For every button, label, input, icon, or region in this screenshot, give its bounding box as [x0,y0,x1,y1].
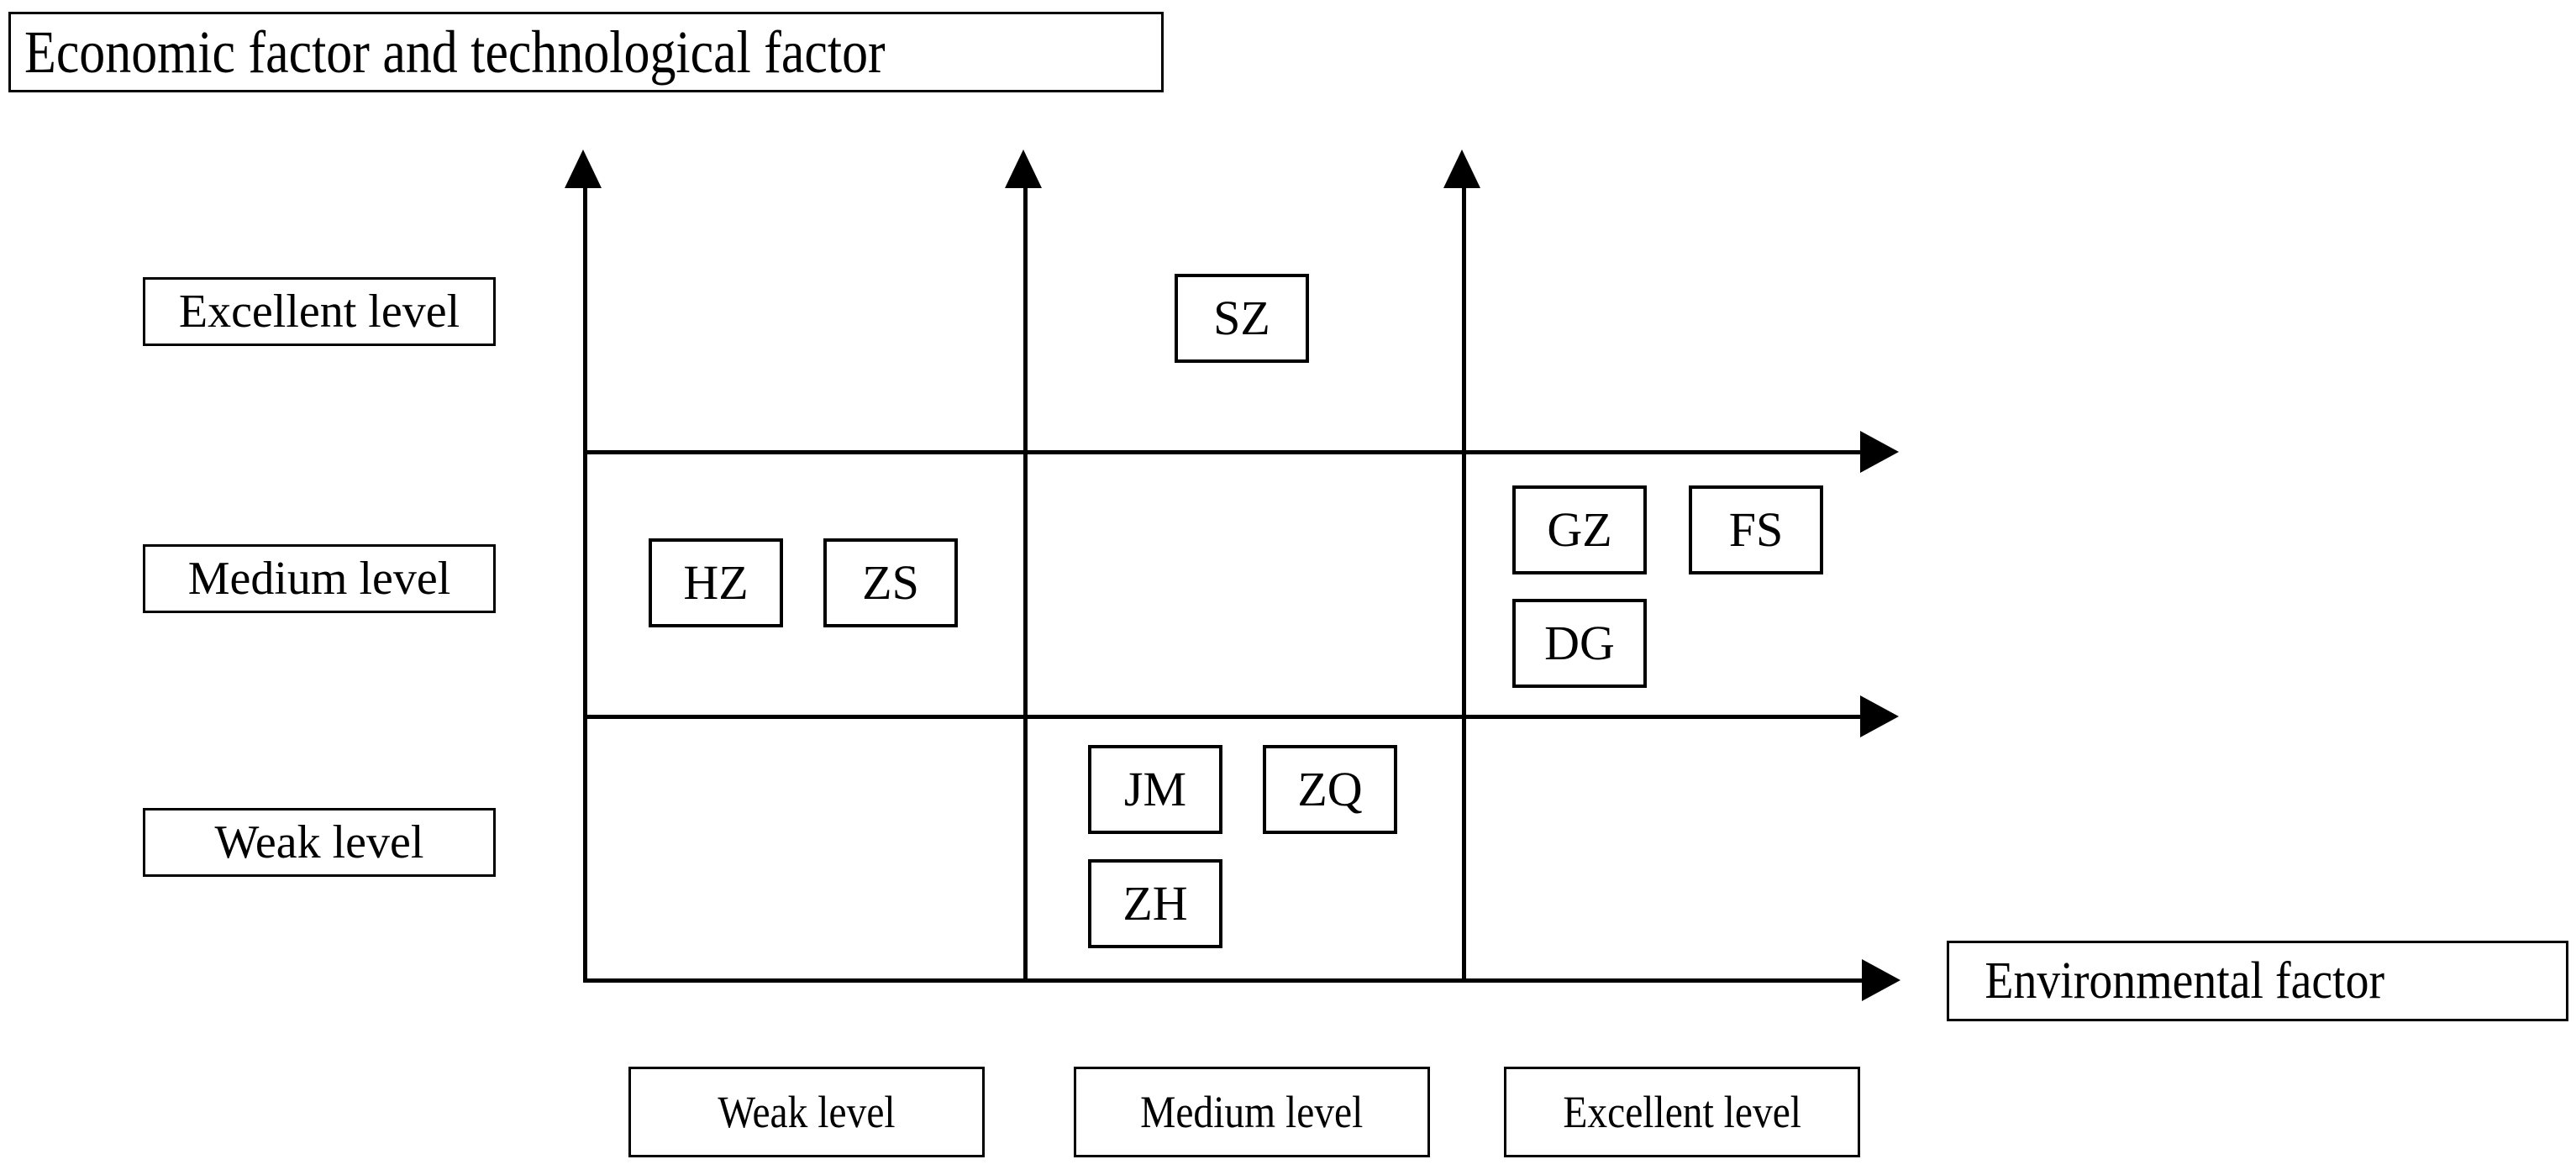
item-box-sz: SZ [1175,274,1309,363]
item-box-zq: ZQ [1263,745,1397,834]
x-axis-title-text: Environmental factor [1985,952,2385,1010]
x-axis-label-excellent: Excellent level [1504,1067,1860,1157]
item-box-jm: JM [1088,745,1222,834]
y-axis-line-3 [1462,188,1466,983]
y-axis-label-medium-text: Medium level [187,553,451,605]
y-axis-arrow-3 [1443,149,1480,188]
y-axis-label-weak-text: Weak level [214,816,424,868]
item-box-hz: HZ [649,538,783,627]
item-box-dg: DG [1512,599,1647,688]
x-axis-label-weak: Weak level [628,1067,985,1157]
item-label-gz: GZ [1547,502,1612,557]
y-axis-line-2 [1023,188,1028,983]
y-axis-arrow-1 [565,149,602,188]
x-axis-arrow-bottom [1862,959,1900,1001]
y-axis-label-excellent-text: Excellent level [178,286,460,338]
x-axis-line-top [583,450,1860,454]
x-axis-line-bottom [583,978,1862,983]
x-axis-arrow-top [1860,431,1899,473]
item-label-hz: HZ [683,555,749,610]
item-box-zh: ZH [1088,859,1222,948]
item-label-fs: FS [1728,502,1784,557]
item-label-zq: ZQ [1297,762,1363,816]
diagram-title-text: Economic factor and technological factor [24,18,886,86]
y-axis-label-medium: Medium level [143,544,496,613]
item-box-fs: FS [1689,485,1823,574]
y-axis-label-excellent: Excellent level [143,277,496,346]
x-axis-title: Environmental factor [1947,941,2568,1021]
item-label-jm: JM [1123,762,1187,816]
x-axis-label-excellent-text: Excellent level [1563,1087,1801,1137]
item-box-gz: GZ [1512,485,1647,574]
item-box-zs: ZS [823,538,958,627]
y-axis-line-1 [583,188,587,983]
x-axis-line-middle [583,715,1860,719]
x-axis-label-medium: Medium level [1074,1067,1430,1157]
item-label-dg: DG [1544,616,1615,670]
x-axis-label-medium-text: Medium level [1140,1087,1364,1137]
x-axis-arrow-middle [1860,695,1899,737]
item-label-zh: ZH [1122,876,1188,931]
y-axis-label-weak: Weak level [143,808,496,877]
y-axis-arrow-2 [1005,149,1042,188]
x-axis-label-weak-text: Weak level [718,1087,896,1137]
item-label-sz: SZ [1213,291,1270,345]
diagram-title: Economic factor and technological factor [8,12,1164,92]
item-label-zs: ZS [862,555,919,610]
